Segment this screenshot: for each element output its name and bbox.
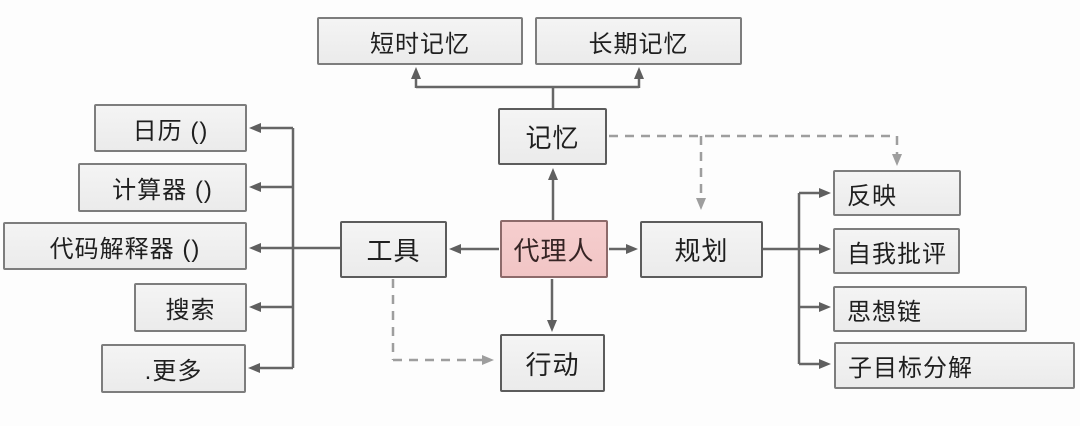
node-agent: 代理人	[500, 220, 608, 278]
node-code-interpreter: 代码解释器 ()	[3, 222, 247, 270]
node-self-criticism: 自我批评	[833, 228, 960, 274]
node-reflection: 反映	[833, 170, 961, 216]
node-calculator: 计算器 ()	[78, 163, 247, 212]
node-action: 行动	[500, 334, 605, 392]
node-chain-of-thought: 思想链	[833, 286, 1027, 332]
node-subgoal-decomposition: 子目标分解	[834, 342, 1075, 389]
node-short-term-memory: 短时记忆	[317, 17, 523, 65]
node-memory: 记忆	[498, 108, 607, 165]
node-long-term-memory: 长期记忆	[535, 17, 742, 65]
node-planning: 规划	[640, 221, 763, 278]
node-tools: 工具	[340, 221, 447, 278]
node-more: .更多	[101, 344, 246, 393]
node-search: 搜索	[134, 283, 247, 332]
node-calendar: 日历 ()	[94, 104, 247, 152]
